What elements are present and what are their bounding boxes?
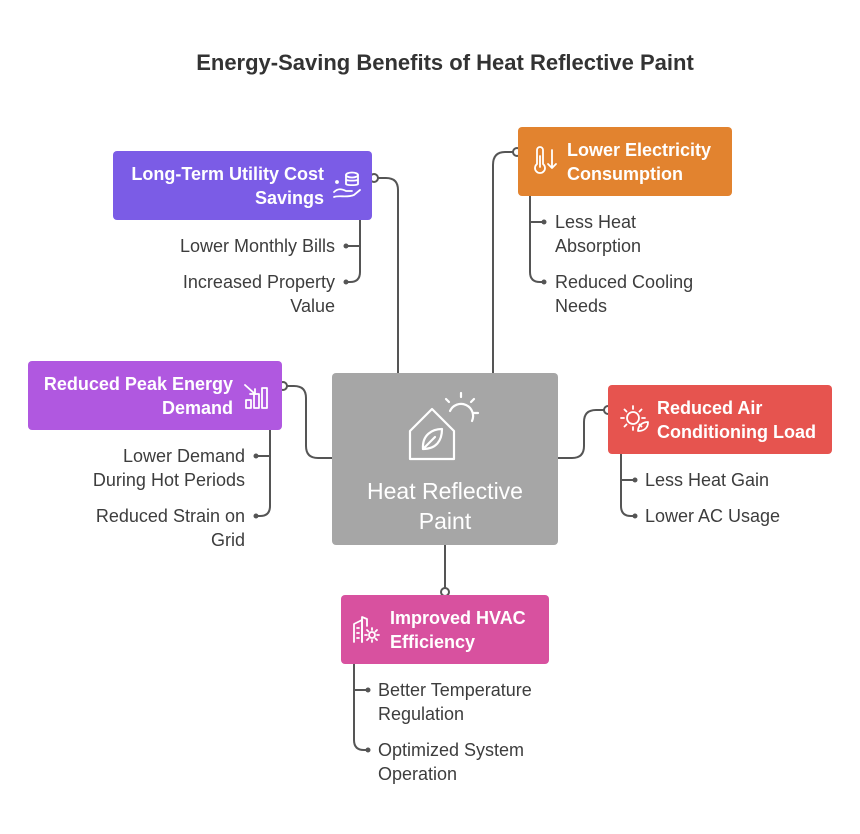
hvac-item-2-line1: Optimized System xyxy=(378,740,525,760)
utility-title-line1: Long-Term Utility Cost xyxy=(131,163,324,184)
center-node: Heat Reflective Paint xyxy=(332,373,558,545)
aircon-item-1: Less Heat Gain xyxy=(645,468,835,492)
aircon-title-line1: Reduced Air xyxy=(657,397,763,418)
utility-item-2-line2: Value xyxy=(290,296,335,316)
house-sun-leaf-icon xyxy=(408,391,480,461)
center-label: Heat Reflective Paint xyxy=(332,476,558,536)
hvac-item-2: Optimized System Operation xyxy=(378,738,578,786)
utility-item-2: Increased Property Value xyxy=(130,270,335,318)
node-reduced-peak-energy-demand: Reduced Peak Energy Demand xyxy=(28,361,282,430)
peak-item-2-line1: Reduced Strain on xyxy=(95,506,245,526)
subtree-peak xyxy=(256,430,271,517)
node-utility-cost-savings: Long-Term Utility Cost Savings xyxy=(113,151,372,220)
peak-item-1: Lower Demand During Hot Periods xyxy=(40,444,245,492)
peak-title-line1: Reduced Peak Energy xyxy=(43,373,233,394)
electricity-item-1-line1: Less Heat xyxy=(555,212,637,232)
hvac-title-line1: Improved HVAC xyxy=(390,607,526,628)
electricity-item-1-line2: Absorption xyxy=(555,236,642,256)
hvac-item-1-line2: Regulation xyxy=(378,704,465,724)
hvac-title-line2: Efficiency xyxy=(390,631,476,652)
electricity-title-line2: Consumption xyxy=(567,163,683,184)
peak-item-1-line2: During Hot Periods xyxy=(92,470,245,490)
electricity-item-2-line2: Needs xyxy=(555,296,608,316)
hvac-item-2-line2: Operation xyxy=(378,764,458,784)
utility-title-line2: Savings xyxy=(254,187,324,208)
aircon-title-line2: Conditioning Load xyxy=(657,421,816,442)
aircon-item-2-text: Lower AC Usage xyxy=(645,506,781,526)
subtree-hvac xyxy=(353,664,368,751)
hvac-item-1: Better Temperature Regulation xyxy=(378,678,578,726)
node-reduced-air-conditioning-load: Reduced Air Conditioning Load xyxy=(608,385,832,454)
sun-leaf-icon xyxy=(620,405,649,432)
aircon-item-1-text: Less Heat Gain xyxy=(645,470,770,490)
center-label-line1: Heat Reflective xyxy=(367,478,523,504)
utility-item-2-line1: Increased Property xyxy=(182,272,335,292)
electricity-item-2-line1: Reduced Cooling xyxy=(555,272,694,292)
aircon-item-2: Lower AC Usage xyxy=(645,504,835,528)
connector-peak xyxy=(283,385,332,459)
peak-title-line2: Demand xyxy=(161,397,233,418)
node-lower-electricity-consumption: Lower Electricity Consumption xyxy=(518,127,732,196)
bar-chart-down-icon xyxy=(244,384,268,409)
electricity-item-2: Reduced Cooling Needs xyxy=(555,270,725,318)
peak-item-2-line2: Grid xyxy=(210,530,245,550)
peak-item-1-line1: Lower Demand xyxy=(122,446,245,466)
utility-item-1-text: Lower Monthly Bills xyxy=(179,236,335,256)
thermometer-down-icon xyxy=(534,146,557,174)
connector-aircon xyxy=(558,409,608,459)
electricity-item-1: Less Heat Absorption xyxy=(555,210,725,258)
center-label-line2: Paint xyxy=(418,508,472,534)
subtree-electricity xyxy=(529,196,544,283)
utility-item-1: Lower Monthly Bills xyxy=(130,234,335,258)
diagram-title: Energy-Saving Benefits of Heat Reflectiv… xyxy=(196,50,694,75)
node-improved-hvac-efficiency: Improved HVAC Efficiency xyxy=(341,595,549,664)
electricity-title-line1: Lower Electricity xyxy=(567,139,712,160)
connector-electricity xyxy=(492,151,517,373)
hvac-item-1-line1: Better Temperature xyxy=(378,680,532,700)
building-gear-icon xyxy=(353,616,380,643)
coins-hand-icon xyxy=(333,171,361,198)
subtree-utility xyxy=(346,220,361,283)
subtree-aircon xyxy=(620,454,635,517)
connector-utility xyxy=(374,177,399,373)
peak-item-2: Reduced Strain on Grid xyxy=(40,504,245,552)
